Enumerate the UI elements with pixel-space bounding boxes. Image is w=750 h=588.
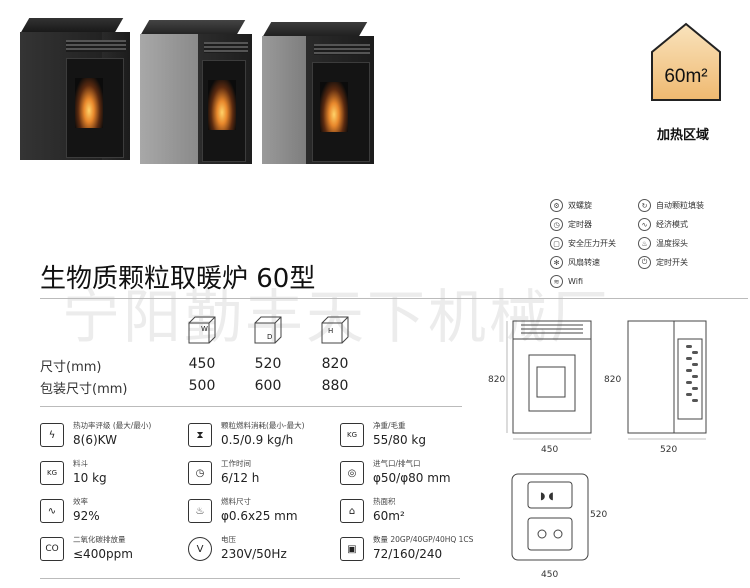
heating-area-label: 加热区域 xyxy=(657,128,710,143)
spec-hopper: KG 料斗 10 kg xyxy=(40,458,190,498)
efficiency-icon: ∿ xyxy=(40,499,64,523)
dimension-divider xyxy=(40,406,462,407)
size-label: 尺寸(mm) xyxy=(40,360,102,375)
front-height-label: 820 xyxy=(488,375,506,385)
side-height-label: 820 xyxy=(604,375,622,385)
clock-icon: ◷ xyxy=(188,461,212,485)
spec-efficiency: ∿ 效率 92% xyxy=(40,496,190,536)
top-view-drawing: ◗ ◖ xyxy=(511,473,589,561)
wifi-icon: ≋ xyxy=(550,275,563,288)
double-screw-icon: ⚙ xyxy=(550,199,563,212)
feature-double-screw: ⚙ 双螺旋 xyxy=(550,199,592,212)
width-box-icon: W xyxy=(187,315,217,345)
fan-speed-icon: ✻ xyxy=(550,256,563,269)
timer-icon: ◷ xyxy=(550,218,563,231)
spec-heating-area: ⌂ 热面积 60m² xyxy=(340,496,490,536)
width-box-label: W xyxy=(201,325,208,333)
page-title: 生物质颗粒取暖炉 60型 xyxy=(40,264,316,294)
package-height: 880 xyxy=(321,378,349,394)
weight-icon: KG xyxy=(340,423,364,447)
co-icon: CO xyxy=(40,537,64,561)
voltage-icon: V xyxy=(188,537,212,561)
feature-pressure-switch: ▢ 安全压力开关 xyxy=(550,237,616,250)
heating-area-icon: 60m² xyxy=(650,22,722,102)
power-timer-icon: ⏻ xyxy=(638,256,651,269)
spec-voltage: V 电压 230V/50Hz xyxy=(188,534,338,574)
pressure-switch-icon: ▢ xyxy=(550,237,563,250)
spec-working-time: ◷ 工作时间 6/12 h xyxy=(188,458,338,498)
title-divider xyxy=(40,298,748,299)
feature-auto-pellet: ↻ 自动颗粒填装 xyxy=(638,199,704,212)
depth-box-icon: D xyxy=(253,315,283,345)
feature-wifi: ≋ Wifi xyxy=(550,275,583,288)
spec-weight: KG 净重/毛重 55/80 kg xyxy=(340,420,490,460)
hopper-icon: KG xyxy=(40,461,64,485)
spec-fuel-size: ♨ 燃料尺寸 φ0.6x25 mm xyxy=(188,496,338,536)
spec-container-quantity: ▣ 数量 20GP/40GP/40HQ 1CS 72/160/240 xyxy=(340,534,490,574)
front-view-drawing xyxy=(506,320,592,440)
top-width-label: 450 xyxy=(541,570,559,580)
spec-heat-power: ϟ 热功率评级 (最大/最小) 8(6)KW xyxy=(40,420,190,460)
package-width: 500 xyxy=(188,378,216,394)
package-depth: 600 xyxy=(254,378,282,394)
hourglass-icon: ⧗ xyxy=(188,423,212,447)
bottom-divider xyxy=(40,578,460,579)
side-view-drawing xyxy=(627,320,707,440)
feature-timer: ◷ 定时器 xyxy=(550,218,592,231)
flame-icon: ♨ xyxy=(188,499,212,523)
height-box-label: H xyxy=(328,327,334,335)
feature-fan-speed: ✻ 风扇转速 xyxy=(550,256,600,269)
svg-text:◗ ◖: ◗ ◖ xyxy=(540,491,554,502)
spec-fuel-consumption: ⧗ 颗粒燃料消耗(最小-最大) 0.5/0.9 kg/h xyxy=(188,420,338,460)
heat-power-icon: ϟ xyxy=(40,423,64,447)
temperature-probe-icon: ♨ xyxy=(638,237,651,250)
package-label: 包装尺寸(mm) xyxy=(40,382,128,397)
economy-mode-icon: ∿ xyxy=(638,218,651,231)
stove-image-gray xyxy=(262,22,374,164)
house-icon: ⌂ xyxy=(340,499,364,523)
auto-pellet-icon: ↻ xyxy=(638,199,651,212)
stove-image-silver xyxy=(140,20,252,164)
heating-area-value: 60m² xyxy=(664,66,708,87)
spec-air-inlet: ◎ 进气口/排气口 φ50/φ80 mm xyxy=(340,458,490,498)
stove-image-black xyxy=(20,18,130,160)
front-width-label: 450 xyxy=(541,445,559,455)
depth-box-label: D xyxy=(267,333,273,341)
feature-economy-mode: ∿ 经济模式 xyxy=(638,218,688,231)
spec-co-emission: CO 二氧化碳排放量 ≤400ppm xyxy=(40,534,190,574)
container-icon: ▣ xyxy=(340,537,364,561)
top-depth-label: 520 xyxy=(590,510,608,520)
size-height: 820 xyxy=(321,356,349,372)
size-depth: 520 xyxy=(254,356,282,372)
air-inlet-icon: ◎ xyxy=(340,461,364,485)
height-box-icon: H xyxy=(320,315,350,345)
side-width-label: 520 xyxy=(660,445,678,455)
feature-temperature-probe: ♨ 温度探头 xyxy=(638,237,688,250)
size-width: 450 xyxy=(188,356,216,372)
feature-power-timer: ⏻ 定时开关 xyxy=(638,256,688,269)
